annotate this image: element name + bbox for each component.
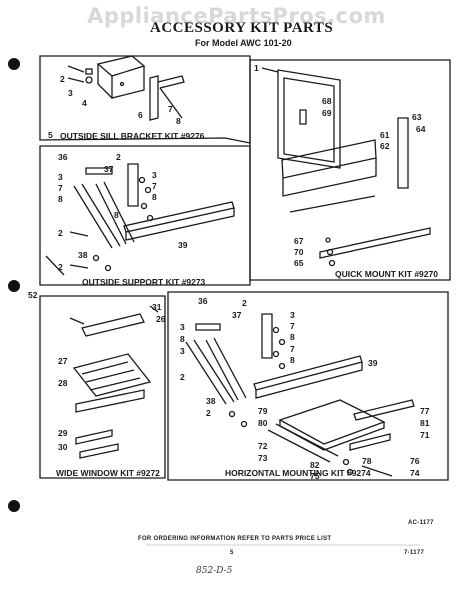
callout: 76 — [410, 456, 420, 466]
callout: 3 — [180, 322, 185, 332]
callout: 1 — [254, 63, 259, 73]
callout: 7 — [168, 104, 173, 114]
callout: 8 — [152, 192, 157, 202]
callout: 2 — [180, 372, 185, 382]
binder-hole — [8, 280, 20, 292]
callout: 82 — [310, 460, 320, 470]
kit-label-wide-window: WIDE WINDOW KIT #9272 — [56, 468, 160, 478]
callout: 61 — [380, 130, 390, 140]
callout: 2 — [58, 228, 63, 238]
callout: 77 — [420, 406, 430, 416]
callout: 7 — [152, 181, 157, 191]
callout: 8 — [114, 210, 119, 220]
callout: 63 — [412, 112, 422, 122]
callout: 3 — [68, 88, 73, 98]
callout: 52 — [28, 290, 38, 300]
ordering-note: FOR ORDERING INFORMATION REFER TO PARTS … — [138, 536, 332, 542]
callout: 67 — [294, 236, 304, 246]
callout: 39 — [178, 240, 188, 250]
callout: 2 — [60, 74, 65, 84]
callout: 30 — [58, 442, 68, 452]
callout: 73 — [258, 453, 268, 463]
callout: 5 — [48, 130, 53, 140]
binder-hole — [8, 500, 20, 512]
callout: 78 — [362, 456, 372, 466]
callout: 62 — [380, 141, 390, 151]
callout: 8 — [176, 116, 181, 126]
callout: 72 — [258, 441, 268, 451]
callout: 4 — [82, 98, 87, 108]
callout: 39 — [368, 358, 378, 368]
callout: 7 — [58, 183, 63, 193]
callout: 8 — [58, 194, 63, 204]
binder-hole — [8, 58, 20, 70]
callout: 75 — [310, 471, 320, 481]
callout: 3 — [180, 346, 185, 356]
callout: 6 — [138, 110, 143, 120]
kit-label-quick-mount: QUICK MOUNT KIT #9270 — [335, 269, 438, 279]
panel-frame-wide-window — [39, 295, 166, 479]
kit-label-horizontal-mounting: HORIZONTAL MOUNTING KIT #9274 — [225, 468, 371, 478]
callout: 2 — [242, 298, 247, 308]
callout: 3 — [290, 310, 295, 320]
callout: 69 — [322, 108, 332, 118]
callout: 29 — [58, 428, 68, 438]
model-subtitle: For Model AWC 101-20 — [195, 38, 292, 48]
callout: 8 — [290, 332, 295, 342]
panel-frame-quick-mount — [249, 59, 451, 281]
callout: 37 — [104, 164, 114, 174]
callout: 38 — [78, 250, 88, 260]
panel-frame-support — [39, 145, 251, 286]
callout: 2 — [58, 262, 63, 272]
callout: 36 — [198, 296, 208, 306]
callout: 7 — [290, 321, 295, 331]
callout: 37 — [232, 310, 242, 320]
callout: 68 — [322, 96, 332, 106]
print-date: 7-1177 — [404, 550, 425, 556]
callout: 2 — [116, 152, 121, 162]
callout: 71 — [420, 430, 430, 440]
callout: 80 — [258, 418, 268, 428]
page-title: ACCESSORY KIT PARTS — [150, 20, 334, 36]
callout: 74 — [410, 468, 420, 478]
drawing-code: AC-1177 — [408, 520, 434, 526]
callout: 8 — [180, 334, 185, 344]
kit-label-outside-support: OUTSIDE SUPPORT KIT #9273 — [82, 277, 206, 287]
callout: 38 — [206, 396, 216, 406]
callout: 3 — [58, 172, 63, 182]
callout: 79 — [258, 406, 268, 416]
callout: 3 — [152, 170, 157, 180]
callout: 31 — [152, 302, 162, 312]
callout: 81 — [420, 418, 430, 428]
callout: 64 — [416, 124, 426, 134]
callout: 36 — [58, 152, 68, 162]
callout: 8 — [290, 355, 295, 365]
handwritten-note: 852-D-5 — [196, 566, 233, 576]
callout: 70 — [294, 247, 304, 257]
panel-frame-sill — [39, 55, 251, 144]
callout: 65 — [294, 258, 304, 268]
callout: 26 — [156, 314, 166, 324]
kit-label-outside-sill: OUTSIDE SILL BRACKET KIT #9276 — [60, 131, 205, 141]
callout: 28 — [58, 378, 68, 388]
panel-frame-horizontal — [167, 291, 449, 481]
callout: 2 — [206, 408, 211, 418]
callout: 7 — [290, 344, 295, 354]
callout: 27 — [58, 356, 68, 366]
watermark: AppliancePartsPros.com — [87, 4, 386, 28]
page-number: 5 — [230, 550, 234, 556]
